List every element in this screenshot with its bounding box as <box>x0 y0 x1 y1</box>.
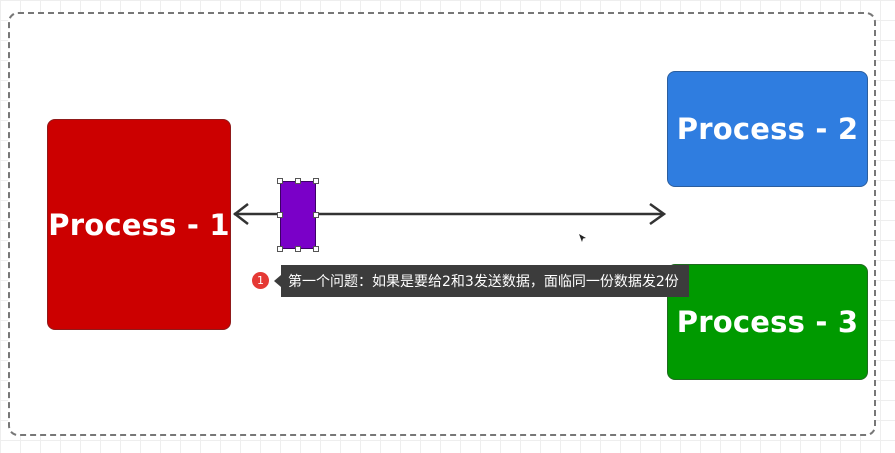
annotation-pointer <box>274 275 281 287</box>
resize-handle-top-right[interactable] <box>313 178 319 184</box>
resize-handle-bottom-left[interactable] <box>277 246 283 252</box>
resize-handle-top-left[interactable] <box>277 178 283 184</box>
resize-handle-top-center[interactable] <box>295 178 301 184</box>
arrow-right-icon <box>649 202 667 226</box>
annotation-index-badge[interactable]: 1 <box>251 271 270 290</box>
mouse-pointer-icon <box>579 234 586 242</box>
process-1-box[interactable]: Process - 1 <box>47 119 231 330</box>
annotation-text: 第一个问题：如果是要给2和3发送数据，面临同一份数据发2份 <box>288 274 679 290</box>
resize-handle-middle-left[interactable] <box>277 212 283 218</box>
arrow-left-icon <box>232 203 249 225</box>
resize-handle-middle-right[interactable] <box>313 212 319 218</box>
process-1-label: Process - 1 <box>48 207 230 242</box>
resize-handle-bottom-right[interactable] <box>313 246 319 252</box>
resize-handle-bottom-center[interactable] <box>295 246 301 252</box>
process-2-box[interactable]: Process - 2 <box>667 71 868 187</box>
process-2-label: Process - 2 <box>676 112 859 146</box>
process-3-box[interactable]: Process - 3 <box>667 264 868 380</box>
message-block[interactable] <box>280 181 316 249</box>
annotation-tooltip: 第一个问题：如果是要给2和3发送数据，面临同一份数据发2份 <box>281 265 689 297</box>
process-3-label: Process - 3 <box>676 305 859 339</box>
